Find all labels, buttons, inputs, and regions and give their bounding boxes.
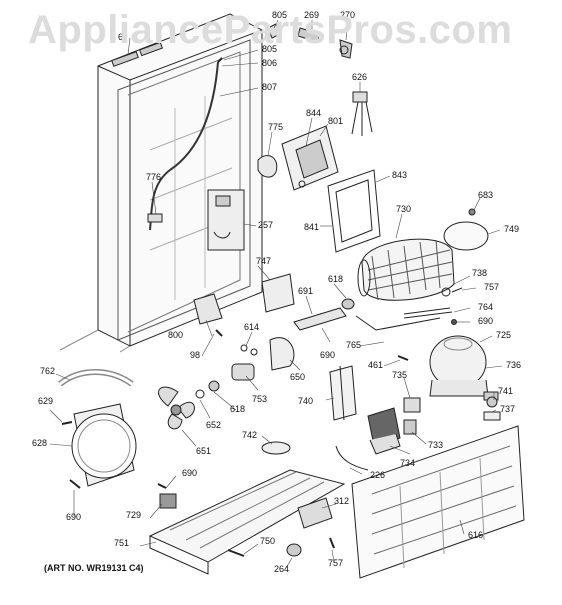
callout-614: 614 — [244, 322, 259, 332]
callout-730: 730 — [396, 204, 411, 214]
callout-747: 747 — [256, 256, 271, 266]
callout-800: 800 — [168, 330, 183, 340]
art-number: (ART NO. WR19131 C4) — [44, 563, 144, 573]
callout-738: 738 — [472, 268, 487, 278]
condenser-730 — [357, 238, 455, 301]
callout-690: 690 — [478, 316, 493, 326]
part-626 — [351, 91, 373, 136]
part-257-housing — [207, 189, 245, 251]
callout-628: 628 — [32, 438, 47, 448]
callout-6: 6 — [118, 32, 123, 42]
callout-461: 461 — [368, 360, 383, 370]
callout-312: 312 — [334, 496, 349, 506]
callout-750: 750 — [260, 536, 275, 546]
bracket-800 — [193, 293, 223, 337]
callout-616: 616 — [468, 530, 483, 540]
callout-257: 257 — [258, 220, 273, 230]
callout-labels: 805 269 270 6 805 806 807 626 844 801 775 776 843 683… — [32, 10, 521, 574]
callout-751: 751 — [114, 538, 129, 548]
callout-753: 753 — [252, 394, 267, 404]
callout-690: 690 — [320, 350, 335, 360]
tubing-740-226 — [329, 365, 369, 471]
part-742 — [261, 441, 291, 455]
callout-737: 737 — [500, 404, 515, 414]
callout-733: 733 — [428, 440, 443, 450]
callout-690: 690 — [182, 468, 197, 478]
part-775 — [257, 155, 278, 178]
callout-269: 269 — [304, 10, 319, 20]
callout-734: 734 — [400, 458, 415, 468]
callout-776: 776 — [146, 172, 161, 182]
compressor-small-parts — [397, 355, 501, 421]
leader-lines — [49, 19, 503, 569]
fan-shroud-628 — [58, 369, 137, 487]
callout-757: 757 — [484, 282, 499, 292]
tubing-807 — [147, 57, 223, 231]
fan-motor-650 — [208, 337, 295, 392]
fan-blade-651 — [158, 386, 205, 430]
callout-98: 98 — [190, 350, 200, 360]
callout-807: 807 — [262, 82, 277, 92]
compressor-725 — [429, 335, 499, 401]
base-pan-751 — [148, 469, 346, 575]
callout-843: 843 — [392, 170, 407, 180]
callout-652: 652 — [206, 420, 221, 430]
callout-650: 650 — [290, 372, 305, 382]
small-parts-right — [403, 287, 463, 325]
callout-736: 736 — [506, 360, 521, 370]
callout-270: 270 — [340, 10, 355, 20]
callout-618: 618 — [230, 404, 245, 414]
callout-629: 629 — [38, 396, 53, 406]
callout-762: 762 — [40, 366, 55, 376]
callout-226: 226 — [370, 470, 385, 480]
part-749 — [443, 208, 489, 251]
callout-757: 757 — [328, 558, 343, 568]
callout-801: 801 — [328, 116, 343, 126]
callout-618: 618 — [328, 274, 343, 284]
callout-765: 765 — [346, 340, 361, 350]
callout-683: 683 — [478, 190, 493, 200]
parts-747-691 — [261, 273, 441, 331]
watermark-logo: AppliancePartsPros.com — [28, 8, 513, 52]
top-parts — [267, 23, 353, 59]
callout-729: 729 — [126, 510, 141, 520]
callout-749: 749 — [504, 224, 519, 234]
cabinet-case — [59, 13, 263, 353]
screws — [69, 479, 167, 489]
callout-626: 626 — [352, 72, 367, 82]
callout-735: 735 — [392, 370, 407, 380]
callout-805: 805 — [262, 44, 277, 54]
callout-806: 806 — [262, 58, 277, 68]
callout-775: 775 — [268, 122, 283, 132]
callout-764: 764 — [478, 302, 493, 312]
evap-cover-843 — [327, 169, 381, 253]
control-board-801 — [281, 125, 339, 191]
callout-742: 742 — [242, 430, 257, 440]
back-cover-616 — [351, 425, 525, 579]
relay-734 — [367, 407, 417, 455]
callout-841: 841 — [304, 222, 319, 232]
callout-741: 741 — [498, 386, 513, 396]
callout-805: 805 — [272, 10, 287, 20]
callout-691: 691 — [298, 286, 313, 296]
callout-725: 725 — [496, 330, 511, 340]
callout-690: 690 — [66, 512, 81, 522]
callout-740: 740 — [298, 396, 313, 406]
callout-264: 264 — [274, 564, 289, 574]
callout-844: 844 — [306, 108, 321, 118]
callout-651: 651 — [196, 446, 211, 456]
